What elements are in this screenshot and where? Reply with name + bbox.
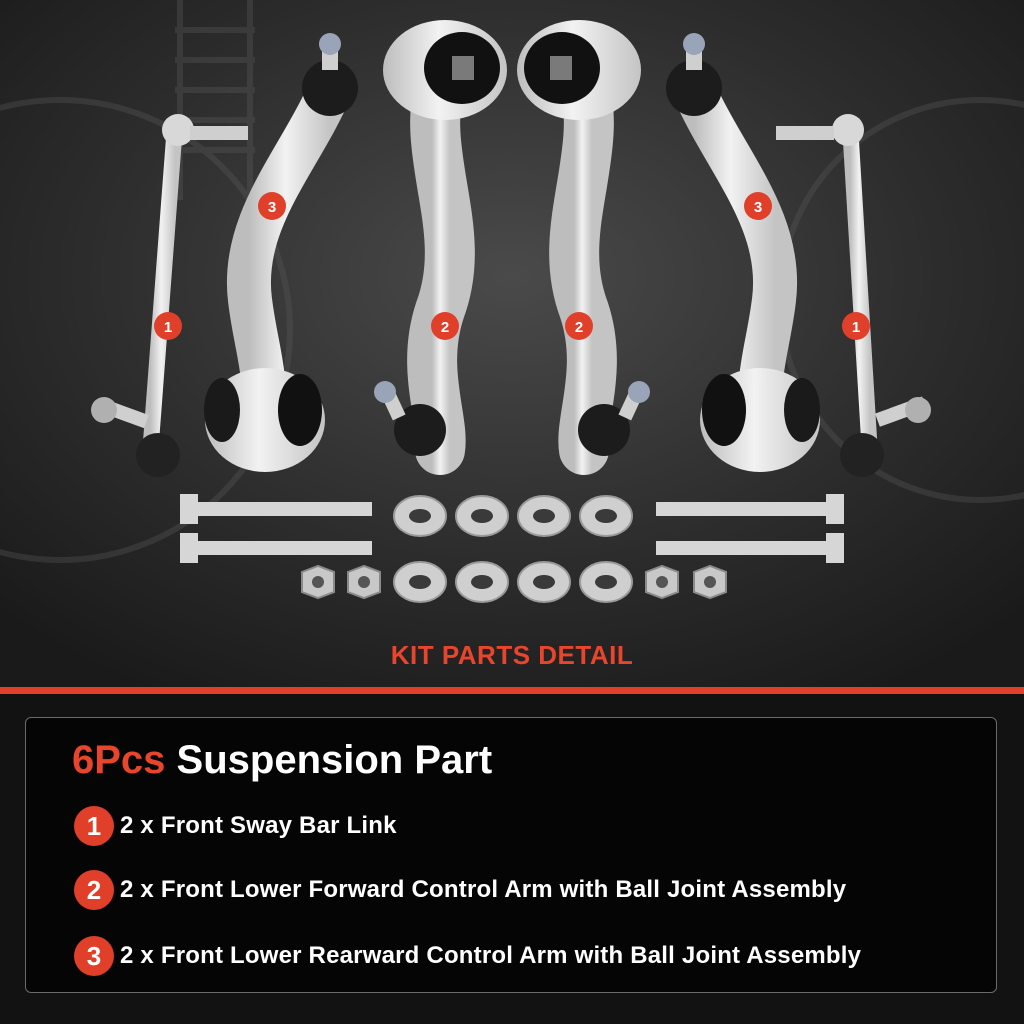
- callout-badge: 2: [431, 312, 459, 340]
- bolts: [180, 494, 844, 563]
- parts-list-panel: 6Pcs Suspension Part 1 2 x Front Sway Ba…: [25, 717, 997, 993]
- svg-text:3: 3: [754, 199, 762, 216]
- svg-text:3: 3: [268, 199, 276, 216]
- list-item: 3 2 x Front Lower Rearward Control Arm w…: [74, 936, 861, 976]
- list-item: 1 2 x Front Sway Bar Link: [74, 806, 397, 846]
- sway-bar-link-left: [91, 114, 248, 477]
- item-number-badge: 1: [74, 806, 114, 846]
- forward-control-arm-left: [374, 20, 507, 475]
- kit-parts-title: KIT PARTS DETAIL: [390, 640, 634, 670]
- heading-count: 6Pcs: [72, 738, 166, 782]
- rearward-control-arm-right: [666, 33, 820, 472]
- callout-badge: 3: [744, 192, 772, 220]
- callout-badge: 1: [842, 312, 870, 340]
- callout-badge: 2: [565, 312, 593, 340]
- heading-label: Suspension Part: [165, 738, 493, 782]
- rearward-control-arm-left: [204, 33, 358, 472]
- panel-heading: 6Pcs Suspension Part: [72, 738, 492, 783]
- washers: [393, 495, 633, 603]
- item-number-badge: 3: [74, 936, 114, 976]
- kit-parts-photo: 1 1 2 2 3 3: [0, 0, 1024, 690]
- list-item: 2 2 x Front Lower Forward Control Arm wi…: [74, 870, 846, 910]
- item-text: 2 x Front Lower Forward Control Arm with…: [120, 876, 847, 903]
- nuts: [301, 564, 727, 600]
- item-text: 2 x Front Lower Rearward Control Arm wit…: [120, 942, 862, 969]
- svg-text:1: 1: [164, 319, 172, 336]
- accent-divider: [0, 687, 1024, 694]
- svg-text:2: 2: [575, 319, 583, 336]
- item-text: 2 x Front Sway Bar Link: [120, 812, 397, 839]
- callout-badge: 3: [258, 192, 286, 220]
- sway-bar-link-right: [776, 114, 931, 477]
- forward-control-arm-right: [517, 20, 650, 475]
- svg-text:1: 1: [852, 319, 860, 336]
- callout-badge: 1: [154, 312, 182, 340]
- item-number-badge: 2: [74, 870, 114, 910]
- svg-text:2: 2: [441, 319, 449, 336]
